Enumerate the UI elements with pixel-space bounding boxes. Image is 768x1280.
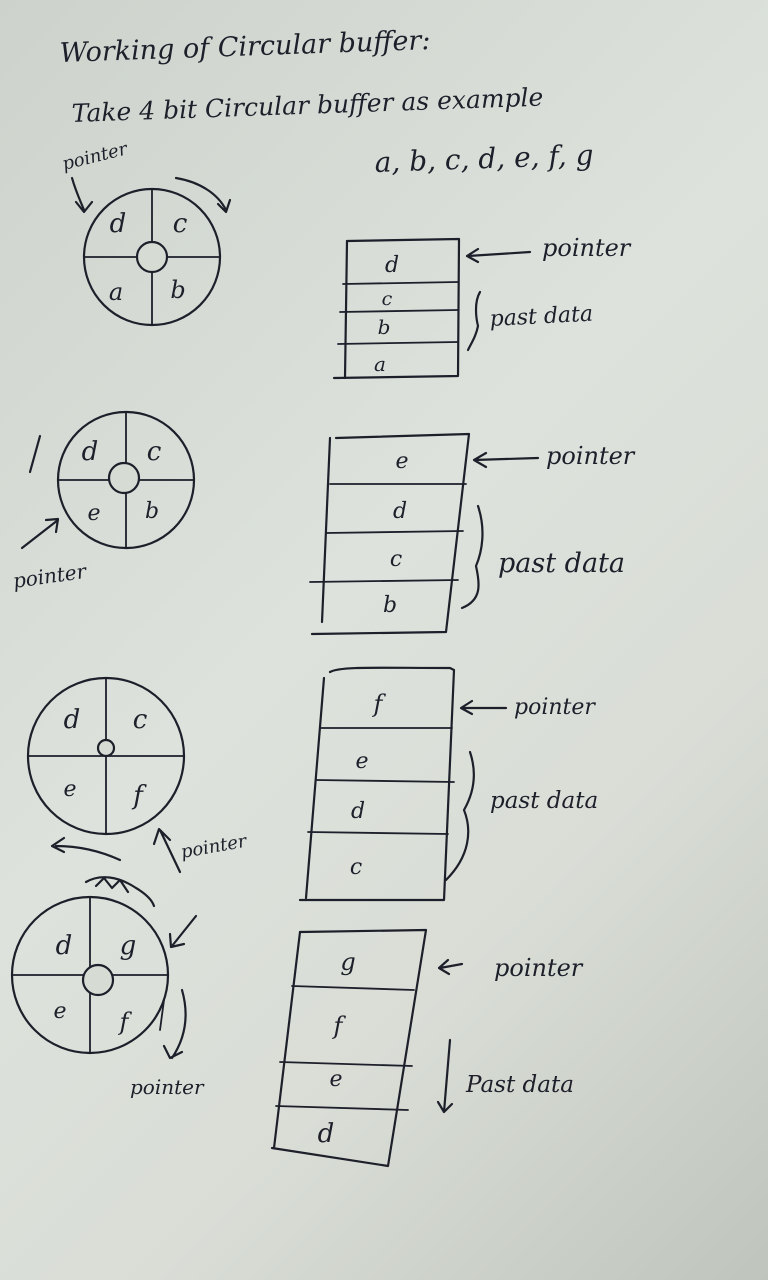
brace-icon [466,290,482,352]
buffer-past-label: past data [490,788,598,814]
slot-top-right: c [133,705,148,735]
rotation-arrow-icon [50,836,122,862]
slot-top-left: d [56,931,73,961]
slot-top-left: d [82,437,99,467]
stage-2: d c e b pointer e d c b pointer past dat… [11,410,636,636]
linear-buffer-1: d c b a [332,237,461,380]
scribble-icon [84,876,156,908]
pointer-arrow-icon [465,247,532,264]
arrow-icon [168,914,198,949]
buffer-cell: c [382,288,393,310]
buffer-pointer-label: pointer [494,954,584,982]
slot-bottom-left: e [63,777,76,802]
tick-mark-icon [159,999,165,1031]
slot-top-right: g [120,931,137,961]
circle-pointer-label: pointer [179,831,249,863]
buffer-cell: b [378,315,391,339]
stage-4: d g e f pointer g f e d pointer Past dat… [10,895,584,1168]
buffer-cell: e [355,749,368,774]
buffer-cell: e [395,449,408,474]
slot-top-left: d [110,209,127,239]
stage-3: d c e f pointer f e d c pointer past dat… [26,666,598,908]
slot-bottom-right: b [145,499,159,524]
pointer-arrow-icon [459,699,508,716]
rotation-arrow-icon [174,176,232,214]
slot-bottom-left: e [87,501,100,526]
linear-buffer-4: g f e d [270,928,428,1168]
slot-bottom-right: f [118,1008,133,1036]
buffer-cell: c [350,855,362,880]
circle-pointer-label: pointer [60,138,131,175]
slot-bottom-left: a [109,278,123,306]
circular-buffer-3: d c e f [26,676,186,836]
slot-bottom-left: e [53,999,66,1024]
buffer-pointer-label: pointer [542,234,632,262]
buffer-pointer-label: pointer [546,442,636,470]
circular-buffer-4: d g e f [10,895,170,1055]
arrow-up-icon [152,827,182,874]
buffer-cell: e [329,1067,342,1092]
pointer-arrow-icon [437,958,464,976]
input-sequence: a, b, c, d, e, f, g [374,138,594,179]
slot-top-right: c [147,437,162,467]
buffer-past-label: past data [498,548,625,579]
buffer-cell: d [351,799,365,824]
slot-top-left: d [64,705,81,735]
arrow-icon [20,517,60,550]
buffer-cell: a [374,352,386,376]
circle-pointer-label: pointer [130,1075,205,1099]
stage-1: d c a b pointer d c b a pointer past dat… [60,138,632,380]
arrow-down-icon [70,176,94,214]
buffer-pointer-label: pointer [514,695,596,720]
pointer-arrow-icon [472,451,540,469]
brace-icon [444,750,475,882]
linear-buffer-2: e d c b [309,432,471,636]
brace-icon [460,504,484,610]
buffer-cell: d [385,253,399,278]
page-subtitle: Take 4 bit Circular buffer as example [71,83,544,128]
slot-top-right: c [173,209,188,239]
arrow-down-icon [436,1038,454,1114]
buffer-cell: b [383,593,397,618]
rotation-arrow-icon [162,988,187,1060]
page-title: Working of Circular buffer: [59,25,431,69]
circular-buffer-2: d c e b [56,410,196,550]
slot-bottom-right: f [131,781,147,811]
linear-buffer-3: f e d c [298,666,456,902]
buffer-cell: g [340,948,355,976]
buffer-cell: f [372,690,387,718]
buffer-cell: f [332,1012,347,1040]
circle-pointer-label: pointer [11,559,89,593]
slot-bottom-right: b [170,276,185,304]
rotation-arrow-icon [28,434,42,474]
buffer-cell: d [318,1119,335,1149]
buffer-cell: d [393,499,407,524]
circular-buffer-1: d c a b [82,187,222,327]
buffer-cell: c [390,547,402,572]
buffer-past-label: Past data [465,1072,574,1098]
buffer-past-label: past data [489,302,594,332]
